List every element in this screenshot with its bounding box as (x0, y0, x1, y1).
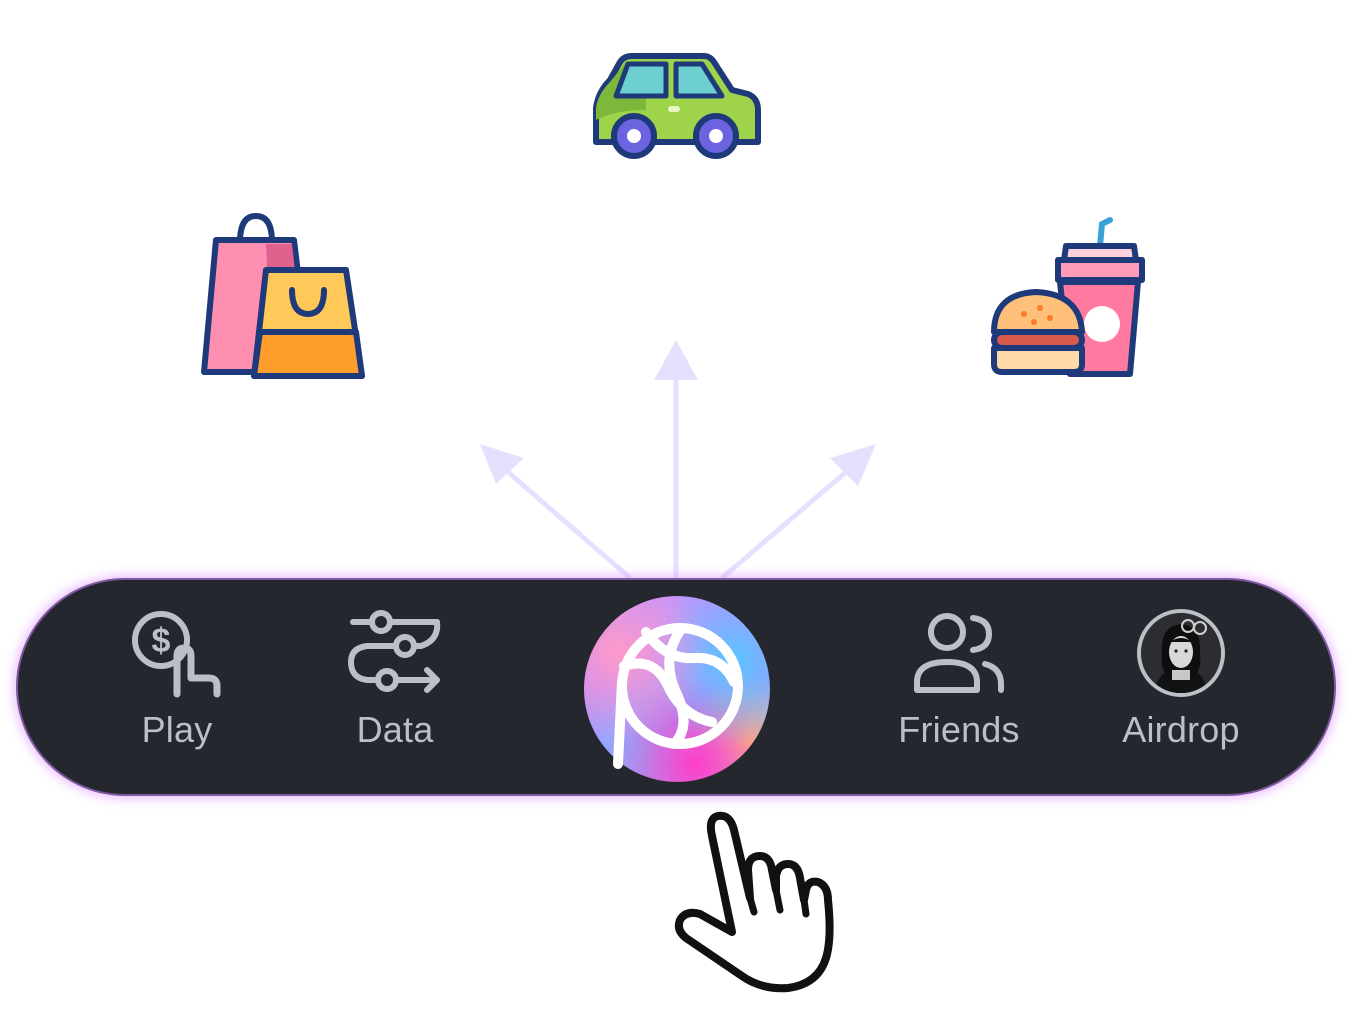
burger-drink-icon (991, 217, 1145, 377)
avatar (1137, 609, 1225, 697)
nav-item-play[interactable]: $ Play (92, 608, 262, 768)
center-logo-button[interactable] (584, 596, 770, 782)
arrow-to-shopping (480, 444, 632, 580)
nav-label-data: Data (356, 709, 434, 750)
nav-label-airdrop: Airdrop (1122, 709, 1240, 750)
dollar-hand-icon: $ (132, 611, 221, 698)
nav-item-data[interactable]: Data (310, 608, 480, 768)
nav-item-airdrop[interactable]: Airdrop (1096, 608, 1266, 768)
friends-icon (914, 613, 1004, 693)
sliders-icon (347, 610, 441, 693)
nav-label-friends: Friends (898, 709, 1020, 750)
car-icon (593, 53, 761, 159)
arrow-to-car (654, 340, 698, 578)
brand-logo-icon (613, 623, 743, 769)
svg-text:$: $ (152, 622, 171, 660)
nav-item-friends[interactable]: Friends (874, 608, 1044, 768)
bottom-nav-bar: $ Play Data Friends (16, 578, 1336, 796)
shopping-bags-icon (201, 212, 365, 379)
nav-label-play: Play (141, 709, 213, 750)
arrow-to-food (720, 444, 876, 580)
pointing-hand-icon (674, 811, 834, 993)
